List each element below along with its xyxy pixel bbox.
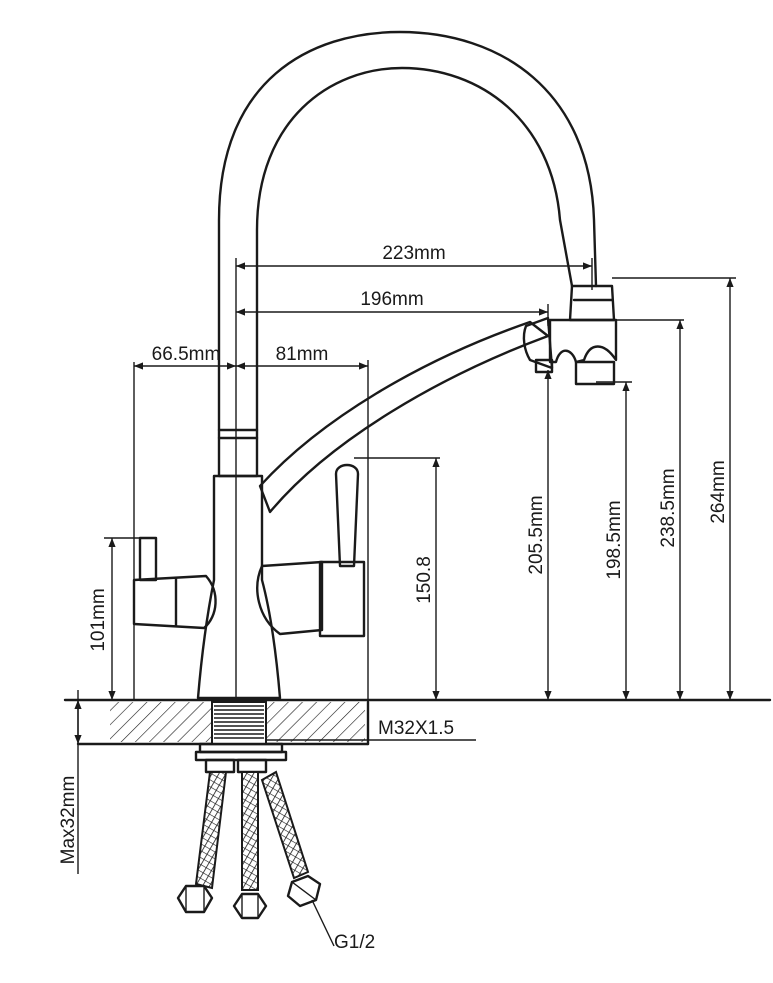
dim-150-8: 150.8 [414, 556, 435, 604]
hose-nuts [176, 874, 322, 920]
dimensions: 223mm 196mm 66.5mm 81mm 101mm 150.8 205.… [58, 243, 736, 953]
dim-81: 81mm [276, 344, 329, 365]
swivel-spout [258, 316, 554, 514]
left-handle [132, 536, 217, 630]
dim-205-5: 205.5mm [526, 495, 547, 574]
dim-101: 101mm [88, 588, 109, 651]
dim-66-5: 66.5mm [152, 344, 221, 365]
dim-264: 264mm [708, 460, 729, 523]
right-handle [256, 463, 366, 638]
dim-thread: M32X1.5 [378, 718, 454, 739]
dim-max-deck: Max32mm [58, 776, 79, 865]
dim-198-5: 198.5mm [604, 500, 625, 579]
threaded-shank [211, 701, 267, 745]
dim-223: 223mm [382, 243, 445, 264]
faucet-body [196, 428, 282, 700]
flexible-spout [217, 30, 618, 432]
dim-connection: G1/2 [334, 932, 375, 953]
dim-238-5: 238.5mm [658, 468, 679, 547]
mounting-nut [194, 742, 288, 774]
dim-196: 196mm [360, 289, 423, 310]
braided-hoses [194, 770, 310, 891]
